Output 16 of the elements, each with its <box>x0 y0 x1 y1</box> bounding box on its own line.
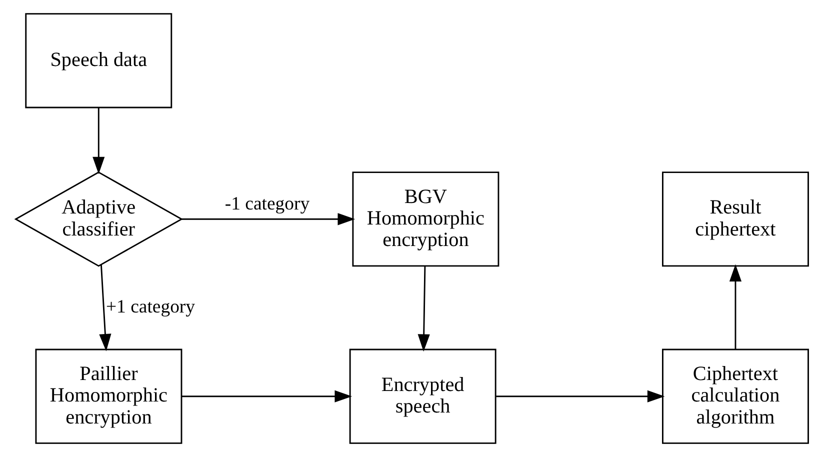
node-box: BGV Homomorphic encryption <box>352 172 499 267</box>
edge-label: +1 category <box>105 296 195 318</box>
arrow <box>496 390 664 402</box>
arrow <box>98 264 111 352</box>
node-box: Speech data <box>24 13 172 108</box>
arrow <box>181 390 352 402</box>
node-box: Encrypted speech <box>348 348 496 444</box>
arrow <box>181 213 355 226</box>
node-box: Ciphertext calculation algorithm <box>662 348 808 444</box>
arrow <box>417 266 430 352</box>
node-box: Result ciphertext <box>662 172 808 267</box>
edge-label: -1 category <box>224 194 310 215</box>
arrow <box>728 264 742 350</box>
node-diamond: Adaptive classifier <box>14 171 183 267</box>
arrow <box>92 108 104 174</box>
node-box: Paillier Homomorphic encryption <box>34 348 182 444</box>
